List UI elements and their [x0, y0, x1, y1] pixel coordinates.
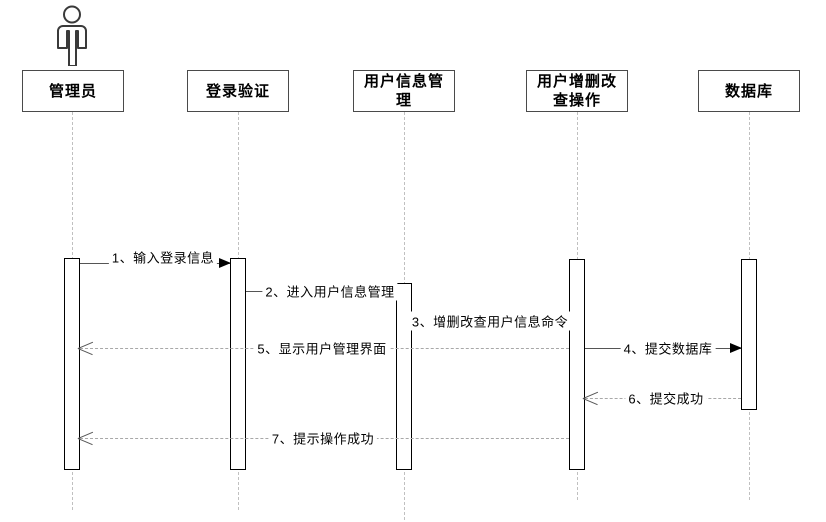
activation-bar-database[interactable]	[741, 259, 757, 410]
participant-label-line1: 用户信息管	[363, 73, 444, 90]
arrowhead-open-left-5	[78, 340, 94, 356]
participant-label-line2: 理	[395, 92, 412, 109]
message-label-2: 2、进入用户信息管理	[262, 281, 398, 301]
activation-bar-login-verify[interactable]	[230, 258, 246, 470]
participant-label-user-crud-ops: 用户增删改 查操作	[537, 72, 617, 110]
participant-box-user-crud-ops[interactable]: 用户增删改 查操作	[526, 70, 628, 112]
participant-label-line2: 查操作	[552, 92, 601, 109]
arrowhead-filled-right-1	[219, 258, 231, 268]
message-label-1: 1、输入登录信息	[108, 247, 218, 267]
participant-label-database: 数据库	[724, 82, 773, 100]
activation-bar-user-crud-ops[interactable]	[569, 259, 585, 470]
activation-bar-admin[interactable]	[64, 258, 80, 470]
participant-label-line1: 用户增删改	[536, 73, 617, 90]
message-label-5: 5、显示用户管理界面	[254, 338, 390, 358]
arrowhead-open-left-7	[78, 430, 94, 446]
participant-box-user-info-manage[interactable]: 用户信息管 理	[353, 70, 455, 112]
participant-label-user-info-manage: 用户信息管 理	[364, 72, 444, 110]
actor-person-icon	[48, 4, 96, 67]
message-label-7: 7、提示操作成功	[268, 428, 378, 448]
arrowhead-filled-right-4	[730, 343, 742, 353]
participant-box-login-verify[interactable]: 登录验证	[187, 70, 289, 112]
message-label-4: 4、提交数据库	[620, 338, 716, 358]
participant-label-admin: 管理员	[48, 82, 97, 100]
message-label-3: 3、增删改查用户信息命令	[408, 311, 572, 331]
participant-box-database[interactable]: 数据库	[698, 70, 800, 112]
arrowhead-open-left-6	[583, 390, 599, 406]
message-label-6: 6、提交成功	[625, 388, 707, 408]
participant-box-admin[interactable]: 管理员	[22, 70, 124, 112]
activation-bar-user-info-manage[interactable]	[396, 283, 412, 470]
participant-label-login-verify: 登录验证	[205, 82, 270, 100]
